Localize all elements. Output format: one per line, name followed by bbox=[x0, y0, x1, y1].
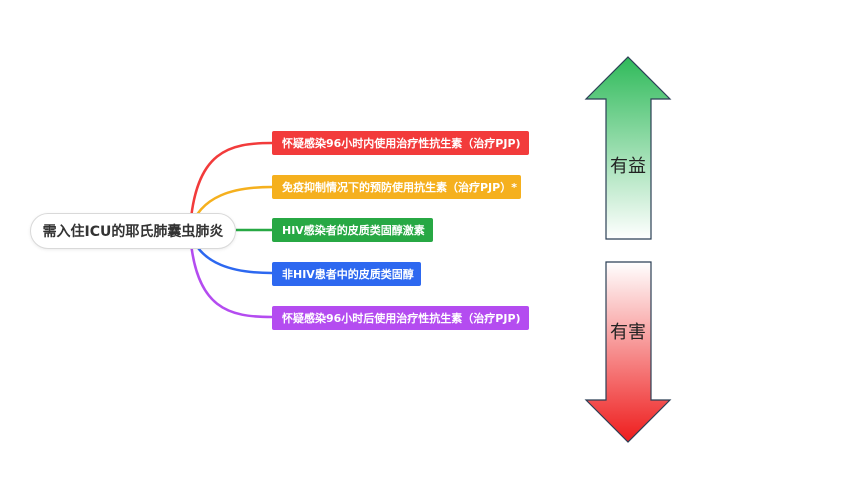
arrow-up-icon bbox=[584, 56, 672, 240]
root-topic[interactable]: 需入住ICU的耶氏肺囊虫肺炎 bbox=[30, 213, 236, 249]
beneficial-label: 有益 bbox=[610, 156, 646, 177]
connector-branch-1 bbox=[188, 141, 273, 231]
branch-topic-4[interactable]: 非HIV患者中的皮质类固醇 bbox=[272, 262, 421, 286]
connector-branch-5 bbox=[188, 231, 273, 319]
branch-topic-2[interactable]: 免疫抑制情况下的预防使用抗生素（治疗PJP）* bbox=[272, 175, 521, 199]
branch-topic-5[interactable]: 怀疑感染96小时后使用治疗性抗生素（治疗PJP) bbox=[272, 306, 529, 330]
arrow-down-icon bbox=[584, 261, 672, 443]
harmful-label: 有害 bbox=[610, 322, 646, 343]
branch-topic-3[interactable]: HIV感染者的皮质类固醇激素 bbox=[272, 218, 433, 242]
branch-topic-1[interactable]: 怀疑感染96小时内使用治疗性抗生素（治疗PJP) bbox=[272, 131, 529, 155]
